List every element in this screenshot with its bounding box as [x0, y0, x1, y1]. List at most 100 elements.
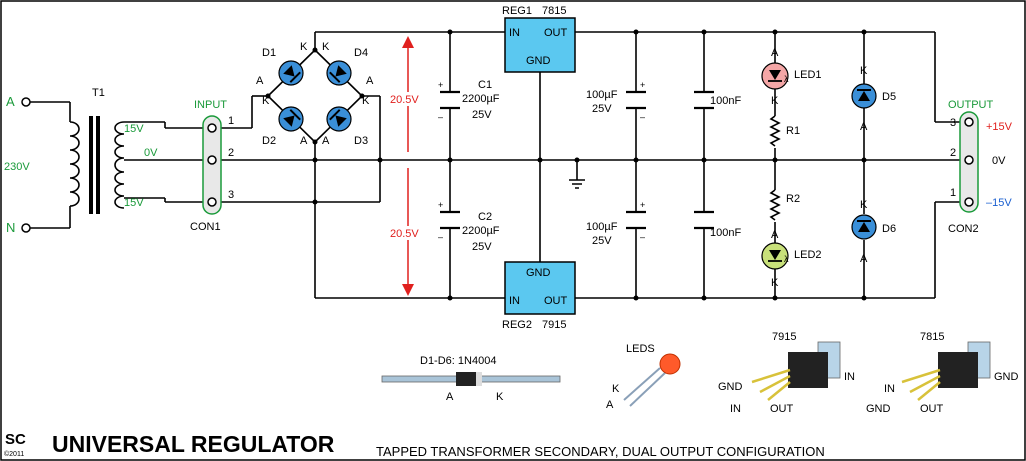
d6-a: A — [860, 253, 868, 265]
c2-value: 2200µF — [462, 225, 500, 237]
reg2-ref: REG2 — [502, 319, 532, 331]
r2-ref: R2 — [786, 193, 800, 205]
resistor-r1 — [769, 115, 781, 147]
bridge-k4: K — [362, 95, 370, 107]
legend-7915-title: 7915 — [772, 331, 796, 343]
cap-plates — [440, 90, 714, 230]
d6-ref: D6 — [882, 223, 896, 235]
led2-a: A — [771, 229, 779, 241]
terminal-n — [21, 223, 31, 233]
bridge-k2: K — [322, 41, 330, 53]
diagram-title: UNIVERSAL REGULATOR — [52, 431, 335, 457]
bridge-k1: K — [300, 41, 308, 53]
diode-d5 — [851, 83, 877, 109]
legend-led-drawing — [623, 353, 681, 407]
led2 — [761, 242, 789, 270]
legend-7815-in: IN — [884, 383, 895, 395]
d5-ref: D5 — [882, 91, 896, 103]
resistor-r2 — [769, 189, 781, 221]
bridge-d3-label: D3 — [354, 135, 368, 147]
legend-7915-in: IN — [730, 403, 741, 415]
bridge-a3: A — [300, 135, 308, 147]
voltage-bot: 20.5V — [390, 228, 419, 240]
reg2-part: 7915 — [542, 319, 566, 331]
ground-symbol — [569, 179, 585, 189]
reg2-out: OUT — [544, 295, 568, 307]
reg1-part: 7815 — [542, 5, 566, 17]
legend-7815-gnd: GND — [866, 403, 891, 415]
svg-text:–: – — [640, 112, 645, 122]
svg-text:+: + — [640, 80, 645, 90]
bridge-a2: A — [366, 75, 374, 87]
bridge-a1: A — [256, 75, 264, 87]
led2-symbol: λ — [784, 254, 789, 264]
logo: SC — [5, 431, 26, 448]
con1-connector — [202, 115, 222, 215]
svg-text:+: + — [438, 200, 443, 210]
svg-text:–: – — [640, 232, 645, 242]
sec-mid-voltage: 0V — [144, 147, 158, 159]
svg-text:+: + — [640, 200, 645, 210]
reg1-in: IN — [509, 27, 520, 39]
out-pos: +15V — [986, 121, 1013, 133]
c1-value: 2200µF — [462, 93, 500, 105]
legend-7815-gnd-right: GND — [994, 371, 1019, 383]
con1-label: INPUT — [194, 99, 227, 111]
legend-7815-drawing — [901, 341, 991, 401]
reg2-body — [504, 261, 576, 315]
legend-7915-in-right: IN — [844, 371, 855, 383]
reg1-gnd: GND — [526, 55, 551, 67]
bridge-d4-label: D4 — [354, 47, 368, 59]
c5-value: 100nF — [710, 95, 741, 107]
c6-value: 100nF — [710, 227, 741, 239]
reg1-out: OUT — [544, 27, 568, 39]
legend-7915-gnd: GND — [718, 381, 743, 393]
out-gnd: 0V — [992, 155, 1006, 167]
mains-a-label: A — [6, 94, 15, 109]
out-neg: –15V — [986, 197, 1012, 209]
bridge-d2-label: D2 — [262, 135, 276, 147]
c3-value: 100µF — [586, 89, 618, 101]
led2-k: K — [771, 277, 779, 289]
copyright: ©2011 — [4, 450, 24, 458]
d5-k: K — [860, 65, 868, 77]
diode-d6 — [851, 214, 877, 240]
t1-ref: T1 — [92, 87, 105, 99]
legend-7915-drawing — [751, 341, 841, 401]
legend-7815-out: OUT — [920, 403, 944, 415]
con2-connector — [959, 111, 979, 213]
led1-symbol: λ — [784, 74, 789, 84]
led1 — [761, 62, 789, 90]
reg1-body — [504, 17, 576, 73]
con1-pin3: 3 — [228, 189, 234, 201]
legend-diode-k: K — [496, 391, 504, 403]
con2-ref: CON2 — [948, 223, 979, 235]
bridge-k3: K — [262, 95, 270, 107]
voltage-top: 20.5V — [390, 94, 419, 106]
svg-text:–: – — [438, 112, 443, 122]
led2-ref: LED2 — [794, 249, 822, 261]
junctions — [265, 29, 867, 301]
terminal-a — [21, 97, 31, 107]
mains-voltage: 230V — [4, 161, 30, 173]
sec-top-voltage: 15V — [124, 123, 144, 135]
con1-pin2: 2 — [228, 147, 234, 159]
con2-pin3: 3 — [950, 117, 956, 129]
led1-a: A — [771, 47, 779, 59]
led1-ref: LED1 — [794, 69, 822, 81]
legend-led-a: A — [606, 399, 614, 411]
reg2-gnd: GND — [526, 267, 551, 279]
legend-leds-title: LEDS — [626, 343, 655, 355]
bridge-d1-label: D1 — [262, 47, 276, 59]
legend-diode-drawing — [381, 372, 561, 386]
diagram-subtitle: TAPPED TRANSFORMER SECONDARY, DUAL OUTPU… — [376, 444, 825, 459]
svg-text:–: – — [438, 232, 443, 242]
r1-ref: R1 — [786, 125, 800, 137]
con1-pin1: 1 — [228, 115, 234, 127]
c4-voltage: 25V — [592, 235, 612, 247]
transformer-t1 — [21, 97, 125, 233]
con2-pin2: 2 — [950, 147, 956, 159]
con1-ref: CON1 — [190, 221, 221, 233]
